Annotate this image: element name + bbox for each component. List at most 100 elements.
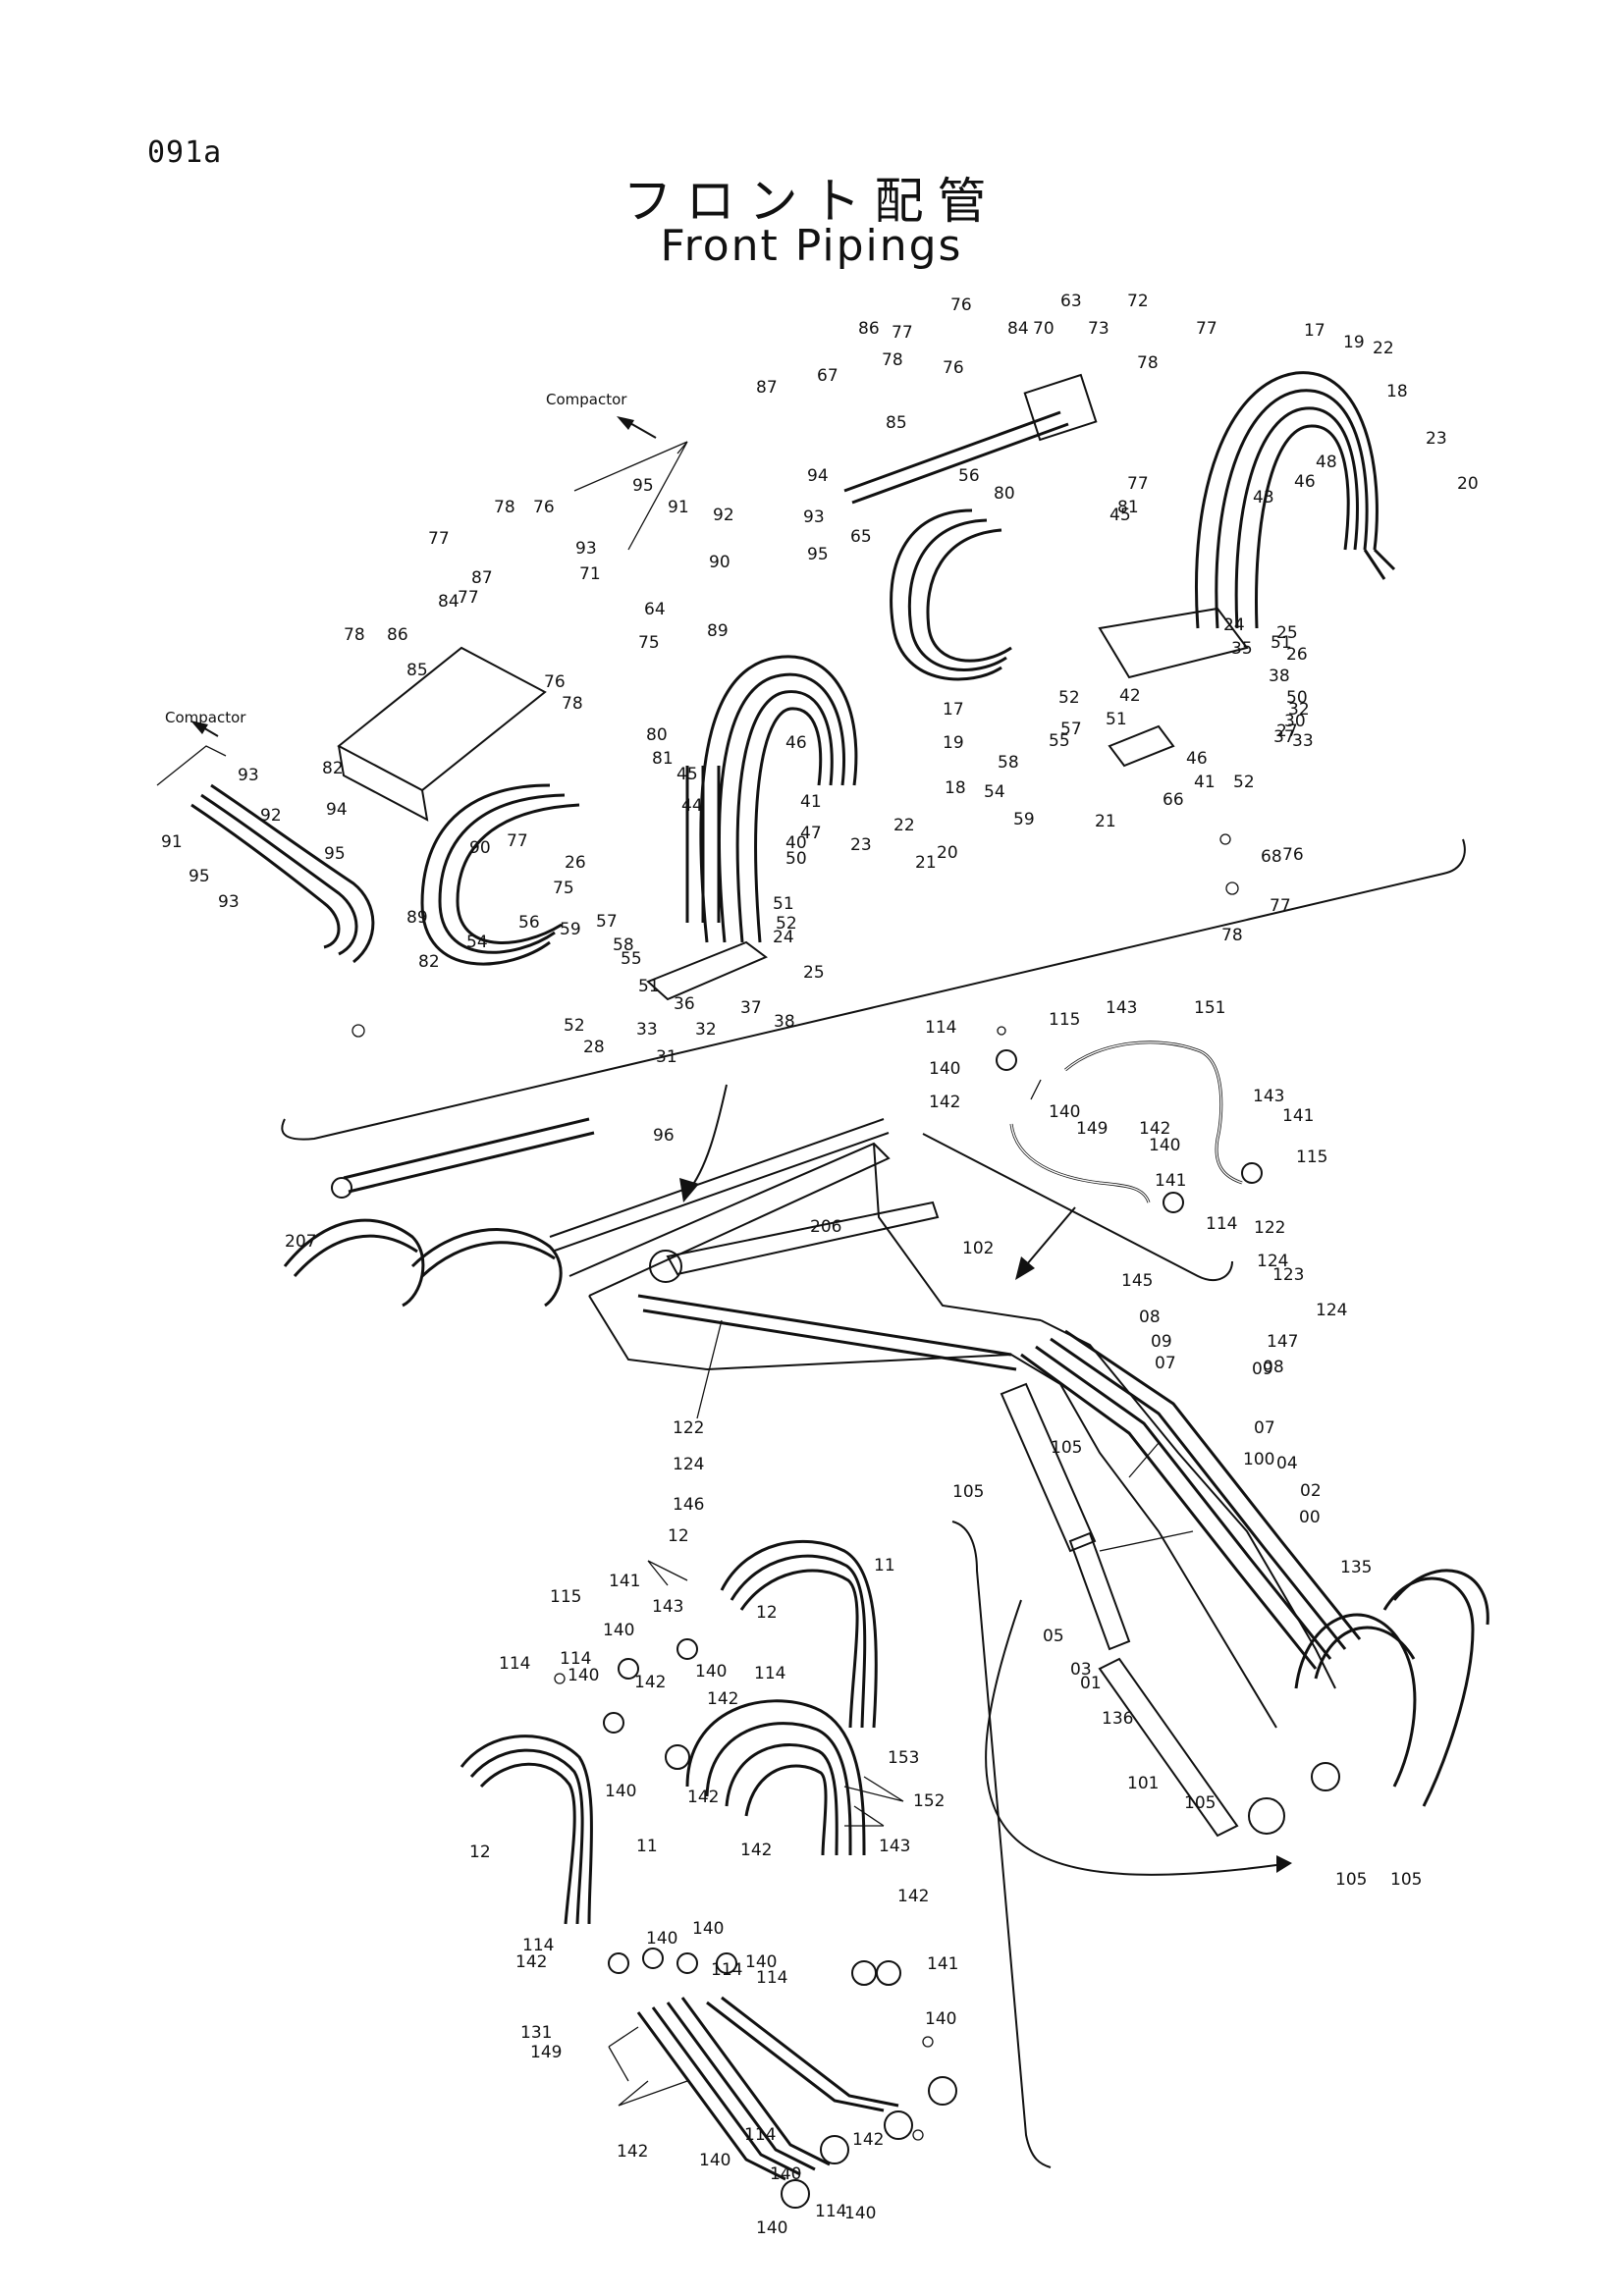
- part-number-label: 93: [803, 507, 825, 527]
- part-number-label: 56: [518, 913, 540, 933]
- compactor-label-upper: Compactor: [546, 391, 627, 408]
- part-number-label: 89: [406, 908, 428, 928]
- part-number-label: 115: [1049, 1010, 1080, 1030]
- part-number-label: 86: [387, 625, 408, 645]
- part-number-label: 24: [1223, 615, 1245, 635]
- part-number-label: 206: [810, 1217, 841, 1237]
- part-number-label: 52: [1058, 688, 1080, 708]
- part-number-label: 82: [418, 952, 440, 972]
- part-number-label: 77: [507, 831, 528, 851]
- part-number-label: 11: [636, 1837, 658, 1856]
- part-number-label: 22: [893, 816, 915, 835]
- part-number-label: 54: [984, 782, 1005, 802]
- part-number-label: 57: [1060, 720, 1082, 739]
- part-number-label: 70: [1033, 319, 1055, 339]
- part-number-label: 94: [326, 800, 348, 820]
- part-number-label: 54: [466, 933, 488, 952]
- part-number-label: 80: [646, 725, 668, 745]
- part-number-label: 114: [560, 1649, 591, 1669]
- part-number-label: 00: [1299, 1508, 1321, 1527]
- part-number-label: 66: [1163, 790, 1184, 810]
- part-number-label: 142: [1139, 1119, 1170, 1139]
- part-number-label: 46: [1294, 472, 1316, 492]
- part-number-label: 142: [929, 1093, 960, 1112]
- part-number-label: 95: [324, 844, 346, 864]
- part-number-label: 08: [1263, 1358, 1284, 1377]
- part-number-label: 81: [1117, 498, 1139, 517]
- part-number-label: 46: [1186, 749, 1208, 769]
- part-number-label: 77: [1127, 474, 1149, 494]
- part-number-label: 09: [1151, 1332, 1172, 1352]
- part-number-label: 12: [668, 1526, 689, 1546]
- part-number-label: 17: [943, 700, 964, 720]
- part-number-label: 65: [850, 527, 872, 547]
- part-number-label: 114: [754, 1664, 785, 1683]
- part-number-label: 09: [1252, 1360, 1273, 1379]
- part-number-label: 140: [699, 2151, 730, 2170]
- part-number-label: 40: [785, 833, 807, 853]
- part-number-label: 41: [1194, 773, 1216, 792]
- part-number-label: 41: [800, 792, 822, 812]
- part-number-label: 55: [621, 949, 642, 969]
- part-number-label: 64: [644, 600, 666, 619]
- part-number-label: 84: [1007, 319, 1029, 339]
- part-number-label: 20: [1457, 474, 1479, 494]
- part-number-label: 152: [913, 1791, 945, 1811]
- part-number-label: 114: [756, 1968, 787, 1988]
- part-number-label: 140: [929, 1059, 960, 1079]
- part-number-label: 76: [1282, 845, 1304, 865]
- part-number-label: 26: [565, 853, 586, 873]
- part-number-label: 31: [656, 1047, 677, 1067]
- part-number-label: 207: [285, 1232, 316, 1252]
- part-number-label: 45: [1109, 506, 1131, 525]
- part-number-label: 142: [515, 1952, 547, 1972]
- part-number-label: 147: [1267, 1332, 1298, 1352]
- title-japanese: フロント配管: [622, 173, 1001, 230]
- part-number-label: 38: [1269, 667, 1290, 686]
- part-number-label: 95: [189, 867, 210, 886]
- part-number-label: 42: [1119, 686, 1141, 706]
- part-number-label: 68: [1261, 847, 1282, 867]
- part-number-label: 11: [874, 1556, 895, 1575]
- part-number-label: 123: [1272, 1265, 1304, 1285]
- part-number-label: 18: [945, 778, 966, 798]
- part-number-label: 87: [471, 568, 493, 588]
- part-number-label: 23: [850, 835, 872, 855]
- part-number-label: 77: [1196, 319, 1217, 339]
- part-number-label: 76: [950, 295, 972, 315]
- part-number-label: 19: [1343, 333, 1365, 352]
- part-number-label: 67: [817, 366, 839, 386]
- part-number-label: 76: [533, 498, 555, 517]
- part-number-label: 142: [707, 1689, 738, 1709]
- lower-hose-assembly: [460, 1539, 957, 2209]
- part-number-label: 140: [1049, 1102, 1080, 1122]
- part-number-label: 142: [617, 2142, 648, 2162]
- part-number-label: 33: [1292, 731, 1314, 751]
- part-number-label: 46: [785, 733, 807, 753]
- part-number-label: 105: [1390, 1870, 1422, 1890]
- part-number-label: 44: [681, 796, 703, 816]
- part-number-label: 93: [575, 539, 597, 559]
- part-number-label: 140: [1149, 1136, 1180, 1155]
- part-number-label: 35: [1231, 639, 1253, 659]
- part-number-label: 149: [530, 2043, 562, 2062]
- part-number-label: 143: [879, 1837, 910, 1856]
- part-number-label: 114: [925, 1018, 956, 1038]
- part-number-label: 51: [773, 894, 794, 914]
- part-number-label: 43: [1253, 488, 1274, 507]
- part-number-label: 141: [1282, 1106, 1314, 1126]
- part-number-label: 02: [1300, 1481, 1322, 1501]
- part-number-label: 37: [740, 998, 762, 1018]
- part-number-label: 78: [882, 350, 903, 370]
- part-number-label: 52: [1233, 773, 1255, 792]
- part-number-label: 90: [469, 838, 491, 858]
- part-number-label: 140: [568, 1666, 599, 1685]
- part-number-label: 78: [344, 625, 365, 645]
- part-number-label: 05: [1043, 1627, 1064, 1646]
- part-number-label: 04: [1276, 1454, 1298, 1473]
- part-number-label: 73: [1088, 319, 1109, 339]
- part-number-label: 105: [952, 1482, 984, 1502]
- part-number-label: 38: [774, 1012, 795, 1032]
- part-number-label: 96: [653, 1126, 675, 1146]
